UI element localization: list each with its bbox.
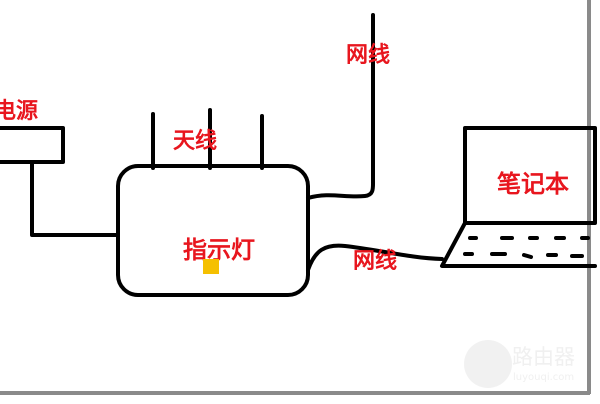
- network-cable-top-label: 网线: [346, 42, 390, 68]
- router-icon: [464, 340, 512, 388]
- watermark-site: luyouqi.com: [513, 372, 574, 383]
- watermark-brand: 路由器: [512, 345, 575, 369]
- power-label: 电源: [0, 99, 38, 124]
- indicator-light: [203, 259, 219, 274]
- router-body: [116, 164, 310, 297]
- network-cable-bottom-label: 网线: [353, 248, 397, 274]
- laptop-keyboard-base: [440, 221, 597, 268]
- watermark: 路由器 luyouqi.com: [464, 340, 575, 388]
- laptop-keys: [463, 236, 590, 259]
- power-cable: [30, 160, 120, 237]
- laptop-label: 笔记本: [497, 170, 569, 198]
- antenna-label: 天线: [173, 128, 217, 154]
- power-adapter: [0, 126, 65, 164]
- network-cable-top: [306, 13, 376, 200]
- network-cable-bottom: [306, 243, 444, 272]
- laptop-screen: [463, 126, 597, 225]
